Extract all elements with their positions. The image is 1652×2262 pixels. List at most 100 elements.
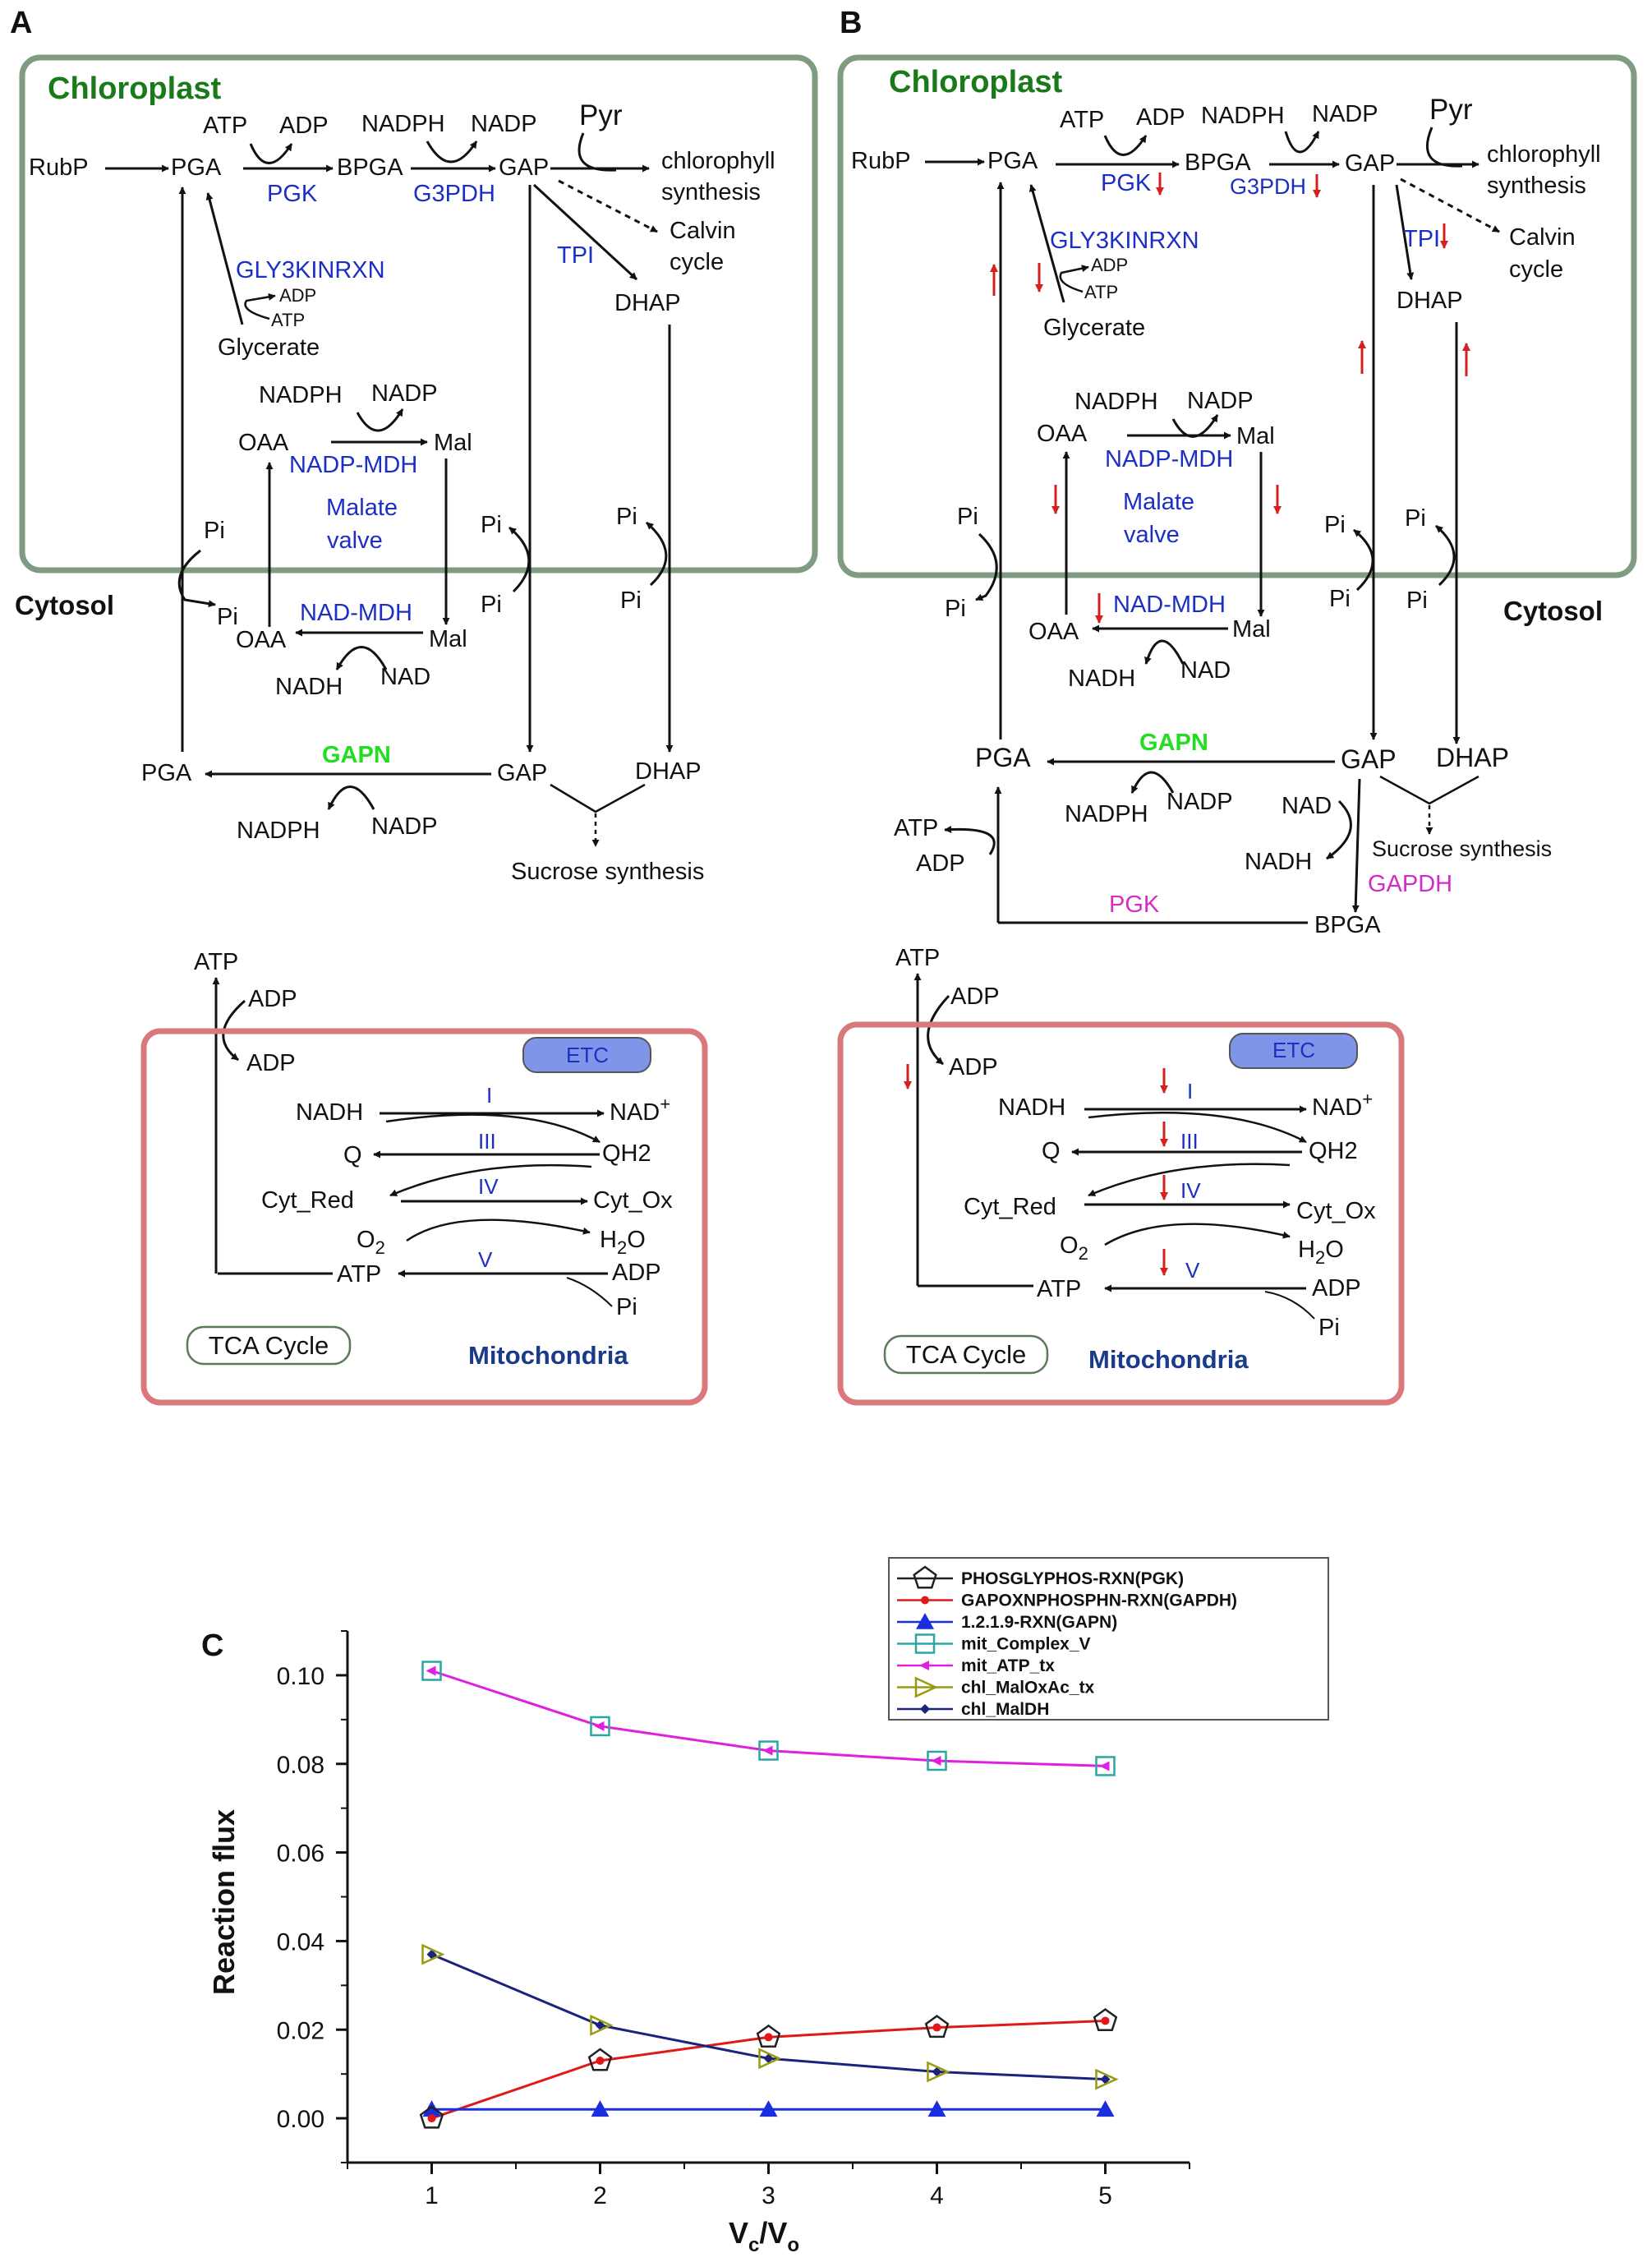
metabolite-nadh: NADH xyxy=(1245,849,1312,875)
complex-iii-label: III xyxy=(478,1129,496,1154)
enzyme-nadp-mdh: NADP-MDH xyxy=(1105,446,1233,472)
metabolite-rubp: RubP xyxy=(851,148,911,174)
metabolite-bpga: BPGA xyxy=(1185,150,1251,176)
metabolite-mal: Mal xyxy=(434,430,472,456)
legend-label: chl_MalDH xyxy=(961,1700,1049,1719)
data-point xyxy=(590,2014,614,2036)
chloroplast-box xyxy=(19,54,818,574)
legend-items: PHOSGLYPHOS-RXN(PGK) GAPOXNPHOSPHN-RXN(GA… xyxy=(897,1565,1237,1719)
metabolite-pi: Pi xyxy=(1406,587,1428,614)
cytosol-label: Cytosol xyxy=(1503,596,1603,626)
metabolite-adp-small: ADP xyxy=(279,285,316,306)
metabolite-adp-small: ADP xyxy=(1091,255,1128,275)
metabolite-qh2: QH2 xyxy=(1309,1138,1358,1164)
data-point xyxy=(422,2100,441,2117)
label-valve: valve xyxy=(1124,522,1180,548)
arrow-atp-adp xyxy=(249,143,293,164)
data-point xyxy=(758,1740,779,1761)
mitochondria-label: Mitochondria xyxy=(468,1341,628,1370)
metabolite-bpga: BPGA xyxy=(1314,912,1381,938)
metabolite-adp: ADP xyxy=(1136,104,1185,131)
arrow-glycerate-pga xyxy=(205,192,244,325)
data-point xyxy=(931,1755,941,1766)
data-point xyxy=(1095,1756,1116,1776)
metabolite-oaa: OAA xyxy=(1028,619,1079,645)
metabolite-pga: PGA xyxy=(975,743,1031,772)
metabolite-nadph: NADPH xyxy=(259,382,343,408)
arrow-iii-cyt xyxy=(389,1163,592,1197)
complex-iv-label: IV xyxy=(478,1174,499,1199)
metabolite-nadph: NADPH xyxy=(237,818,320,844)
metabolite-nadph: NADPH xyxy=(1065,801,1148,827)
metabolite-atp-small: ATP xyxy=(1084,282,1118,302)
arrow-gap-dhap xyxy=(1395,184,1415,280)
arrow-adp-in xyxy=(927,994,950,1066)
enzyme-gly3kinrxn: GLY3KINRXN xyxy=(236,257,385,283)
arrow-atp-adp xyxy=(1103,135,1148,156)
metabolite-adp: ADP xyxy=(612,1260,661,1286)
metabolite-adp: ADP xyxy=(916,850,965,877)
sucrose-join xyxy=(1379,775,1479,805)
metabolite-nadph: NADPH xyxy=(361,111,445,137)
data-point xyxy=(756,2024,781,2048)
enzyme-g3pdh: G3PDH xyxy=(1230,174,1306,199)
label-chlorophyll: chlorophyll xyxy=(661,148,775,174)
legend-label: GAPOXNPHOSPHN-RXN(GAPDH) xyxy=(961,1592,1237,1610)
metabolite-gap: GAP xyxy=(1345,150,1395,177)
metabolite-nadph: NADPH xyxy=(1074,389,1158,415)
arrow-pi-v xyxy=(566,1277,613,1307)
metabolite-pga: PGA xyxy=(171,154,222,181)
metabolite-gap: GAP xyxy=(1341,744,1397,774)
panel-a-pathway: Chloroplast Cytosol RubP PGA ATP ADP PGK… xyxy=(15,54,818,1406)
metabolite-o2: O2 xyxy=(1060,1232,1088,1264)
metabolite-atp: ATP xyxy=(1060,107,1104,133)
arrow-nadph-nadp xyxy=(426,141,478,164)
enzyme-nad-mdh: NAD-MDH xyxy=(1113,592,1226,618)
label-valve: valve xyxy=(327,527,383,554)
data-point xyxy=(927,2100,946,2117)
legend-label: 1.2.1.9-RXN(GAPN) xyxy=(961,1613,1117,1632)
y-tick-label: 0.06 xyxy=(277,1840,324,1868)
legend-label: mit_ATP_tx xyxy=(961,1656,1055,1675)
panel-label-b: B xyxy=(840,6,862,40)
metabolite-nadh: NADH xyxy=(296,1099,363,1126)
y-tick-label: 0.02 xyxy=(277,2017,324,2044)
etc-label: ETC xyxy=(1272,1038,1315,1062)
metabolite-nad: NAD xyxy=(380,664,430,690)
data-point xyxy=(1101,2016,1110,2025)
enzyme-gapn: GAPN xyxy=(322,742,391,768)
arrow-gap-bpga xyxy=(1351,778,1361,913)
label-synthesis: synthesis xyxy=(1487,173,1586,199)
metabolite-atp-small: ATP xyxy=(271,310,305,330)
complex-iv-label: IV xyxy=(1180,1178,1201,1203)
metabolite-nad-plus: NAD+ xyxy=(610,1094,670,1126)
metabolite-oaa: OAA xyxy=(238,430,289,456)
data-point xyxy=(932,2066,942,2077)
arrow-pyr xyxy=(578,132,617,172)
legend-label: PHOSGLYPHOS-RXN(PGK) xyxy=(961,1569,1184,1588)
arrow-adp-atp-pgk xyxy=(944,825,996,855)
metabolite-nadh: NADH xyxy=(998,1094,1065,1121)
label-malate: Malate xyxy=(1123,489,1194,515)
metabolite-nadp: NADP xyxy=(471,111,537,137)
chloroplast-box xyxy=(837,54,1637,578)
x-axis-title: Vc/Vo xyxy=(729,2216,799,2256)
arrow-pi-gap xyxy=(1353,528,1374,592)
metabolite-mal: Mal xyxy=(1236,423,1275,449)
tca-badge xyxy=(883,1334,1049,1375)
complex-i-label: I xyxy=(1187,1079,1193,1103)
arrow-pi-v xyxy=(1264,1291,1315,1320)
arrow-nad-nadh xyxy=(335,646,388,670)
label-synthesis: synthesis xyxy=(661,179,761,205)
metabolite-mal: Mal xyxy=(429,626,467,652)
arrow-pi-left xyxy=(177,549,216,608)
tca-label: TCA Cycle xyxy=(906,1340,1026,1369)
x-tick-label: 1 xyxy=(425,2182,439,2209)
metabolite-q: Q xyxy=(1042,1138,1061,1164)
mitochondria-box xyxy=(837,1021,1405,1406)
data-point xyxy=(1096,2100,1115,2117)
data-point xyxy=(927,1750,947,1771)
enzyme-gapdh: GAPDH xyxy=(1368,871,1452,897)
metabolite-pi: Pi xyxy=(217,604,238,630)
metabolite-pi: Pi xyxy=(204,518,225,544)
